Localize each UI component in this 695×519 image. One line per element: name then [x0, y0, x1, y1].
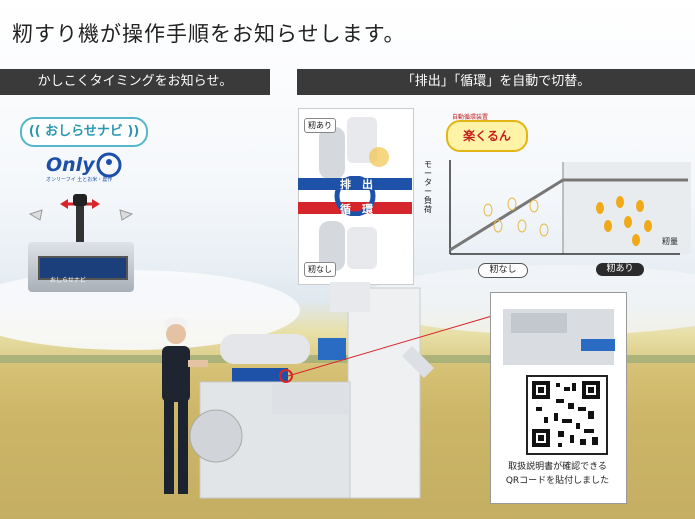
operation-panel	[28, 242, 134, 292]
right-section-header: 「排出」「循環」を自動で切替。	[297, 69, 695, 95]
rakuru-logo: 楽くるん	[446, 120, 528, 152]
navi-display	[38, 256, 128, 280]
qr-caption-line1: 取扱説明書が確認できる	[508, 462, 607, 472]
empty-grain-outlines	[483, 197, 549, 237]
discharge-label: 排 出	[340, 178, 373, 191]
no-paddy-pill: 籾なし	[478, 263, 528, 278]
qr-caption-line2: QRコードを貼付しました	[505, 476, 610, 486]
left-section-header: かしこくタイミングをお知らせ。	[0, 69, 270, 95]
load-chart	[430, 156, 692, 286]
notify-navi-label: おしらせナビ	[45, 124, 123, 139]
panel-label: おしらせナビ	[50, 277, 86, 284]
qr-panel-photo	[503, 309, 615, 365]
notify-navi-badge: (( おしらせナビ ))	[20, 117, 148, 147]
filled-grains	[596, 196, 652, 246]
signal-icon: ((	[28, 124, 41, 139]
operator-figure	[162, 317, 208, 494]
rakuru-caption: 自動循環装置	[452, 114, 489, 121]
control-lever-illustration	[28, 194, 134, 246]
qr-code[interactable]	[526, 375, 608, 455]
pipe-illustration	[319, 117, 389, 271]
signal-icon: ))	[127, 124, 140, 139]
qr-caption: 取扱説明書が確認できる QRコードを貼付しました	[492, 460, 623, 488]
indicator-line	[287, 315, 493, 377]
chart-svg	[449, 160, 691, 255]
y-axis-label: モーター負荷	[424, 160, 432, 214]
x-axis-label: 籾量	[662, 237, 678, 246]
qr-code-pattern	[532, 381, 600, 447]
only-logo-subtext: オンリーフイ 土とお米・農作	[46, 177, 113, 183]
load-line	[449, 178, 688, 252]
paddy-present-tag: 籾あり	[304, 118, 336, 133]
circulate-label: 循 環	[340, 203, 373, 216]
only-logo-emblem	[96, 152, 122, 178]
paddy-absent-tag: 籾なし	[304, 262, 336, 277]
paddy-pill: 籾あり	[596, 263, 644, 276]
only-logo: Only	[46, 154, 95, 176]
husker-machine-illustration	[189, 282, 434, 499]
flow-arrows	[298, 176, 412, 216]
page-title: 籾すり機が操作手順をお知らせします。	[12, 22, 406, 46]
